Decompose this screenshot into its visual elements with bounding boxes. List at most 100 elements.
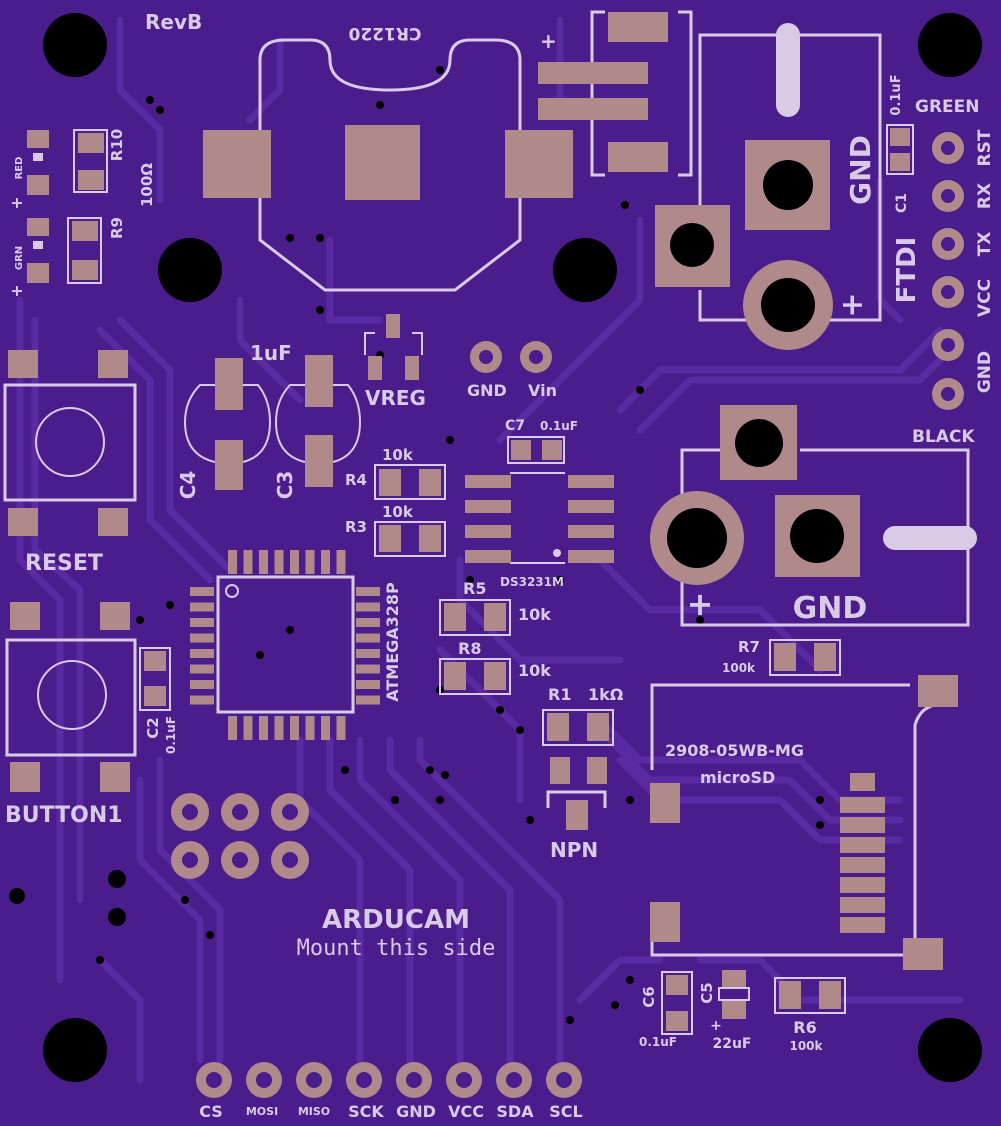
power-gnd-label: GND <box>793 591 868 626</box>
qfp-pin <box>336 550 346 574</box>
qfp-pin <box>243 550 253 574</box>
c5-value: 22uF <box>712 1036 751 1052</box>
qfp-pin <box>190 649 214 658</box>
pin-rst-label: RST <box>975 129 995 166</box>
header-pin-label-scl: SCL <box>549 1102 582 1121</box>
button1-label: BUTTON1 <box>5 803 123 828</box>
r10-label: R10 <box>108 129 126 161</box>
qfp-pin <box>228 550 237 574</box>
mounting-hole-top-left <box>43 13 107 77</box>
led-green <box>27 218 49 283</box>
c2-capacitor <box>139 647 171 711</box>
led-red-label: RED <box>14 157 25 180</box>
qfp-pin <box>190 633 214 643</box>
c7-capacitor <box>507 436 565 464</box>
qfp-pin <box>336 716 346 740</box>
microsd-socket <box>650 675 958 970</box>
reset-button-footprint <box>3 350 137 536</box>
r8-resistor <box>439 658 511 695</box>
qfp-pin <box>356 695 380 705</box>
mounting-hole-top-right <box>918 13 982 77</box>
r3-value: 10k <box>382 503 414 521</box>
r7-resistor <box>769 639 841 676</box>
arducam-header-pads <box>171 793 309 879</box>
ds3231m-chip <box>465 472 614 564</box>
mounting-holes <box>43 13 982 1082</box>
vreg-label: VREG <box>365 386 426 410</box>
led-red <box>27 130 49 195</box>
black-wire-label: BLACK <box>912 427 975 447</box>
c4-label: C4 <box>176 471 200 500</box>
r6-value: 100k <box>789 1039 823 1053</box>
c3-capacitor <box>274 355 362 487</box>
bottom-header-pads <box>196 1062 582 1098</box>
qfp-pin <box>259 550 268 574</box>
header-pin-label-vcc: VCC <box>448 1102 484 1121</box>
pin-vcc-label: VCC <box>975 279 995 317</box>
ftdi-jack <box>655 23 882 350</box>
battery-label: CR1220 <box>348 23 421 43</box>
qfp-pin <box>190 695 214 705</box>
r9-label: R9 <box>108 217 126 239</box>
battery-pad-right <box>505 130 573 198</box>
r1-resistor <box>542 709 614 746</box>
r8-value: 10k <box>518 661 551 680</box>
qfp-pin <box>356 633 380 643</box>
ds3231m-label: DS3231M <box>500 575 564 589</box>
qfp-pin <box>228 716 237 740</box>
qfp-pin <box>190 602 214 612</box>
vreg-footprint <box>364 314 423 380</box>
c2-value: 0.1uF <box>164 716 178 754</box>
r1-value: 1kΩ <box>588 685 624 704</box>
r4-label: R4 <box>345 471 367 489</box>
atmega328p-chip <box>190 550 380 740</box>
mounting-hole-bottom-left <box>43 1018 107 1082</box>
r10-resistor <box>73 129 108 193</box>
mounting-hole-bottom-right <box>918 1018 982 1082</box>
power-plus-label: + <box>687 585 714 623</box>
ftdi-header-pads <box>932 132 964 410</box>
c4-capacitor <box>183 358 272 490</box>
qfp-pin <box>305 716 315 740</box>
vin-pad-label: Vin <box>528 381 557 400</box>
r7-label: R7 <box>738 638 760 656</box>
gnd-pad-label: GND <box>467 381 507 400</box>
qfp-pin <box>274 716 284 740</box>
qfp-pin <box>190 664 214 674</box>
battery-pad-left <box>203 130 271 198</box>
vias <box>9 66 824 1024</box>
qfp-pin <box>356 618 380 627</box>
qfp-pin <box>274 550 284 574</box>
r10-value: 100Ω <box>138 163 156 207</box>
c6-label: C6 <box>640 986 658 1007</box>
arducam-label: ARDUCAM <box>322 905 470 935</box>
ftdi-gnd-label: GND <box>844 135 877 205</box>
npn-label: NPN <box>550 838 598 862</box>
c6-value: 0.1uF <box>639 1035 677 1049</box>
pin-tx-label: TX <box>975 232 995 257</box>
qfp-pin <box>321 550 330 574</box>
battery-hole-right <box>553 238 617 302</box>
c1-label: C1 <box>894 193 910 213</box>
npn-transistor <box>546 757 607 830</box>
header-pin-label-sck: SCK <box>348 1102 384 1121</box>
r5-label: R5 <box>463 579 486 598</box>
qfp-pin <box>356 680 380 689</box>
r9-resistor <box>67 217 102 284</box>
led-grn-plus: + <box>7 284 26 297</box>
power-jack <box>650 405 977 627</box>
qfp-pin <box>356 649 380 658</box>
reset-label: RESET <box>25 551 103 576</box>
qfp-pin <box>356 664 380 674</box>
qfp-pin <box>290 550 299 574</box>
r6-label: R6 <box>793 1018 816 1037</box>
header-pin-label-gnd: GND <box>396 1102 436 1121</box>
r8-label: R8 <box>458 639 481 658</box>
header-pin-label-miso: MISO <box>298 1105 330 1118</box>
qfp-pin <box>356 587 380 596</box>
header-pin-label-mosi: MOSI <box>246 1105 278 1118</box>
qfp-pin <box>259 716 268 740</box>
led-red-plus: + <box>7 196 26 209</box>
c1-capacitor <box>886 124 914 175</box>
battery-hole-left <box>158 238 222 302</box>
